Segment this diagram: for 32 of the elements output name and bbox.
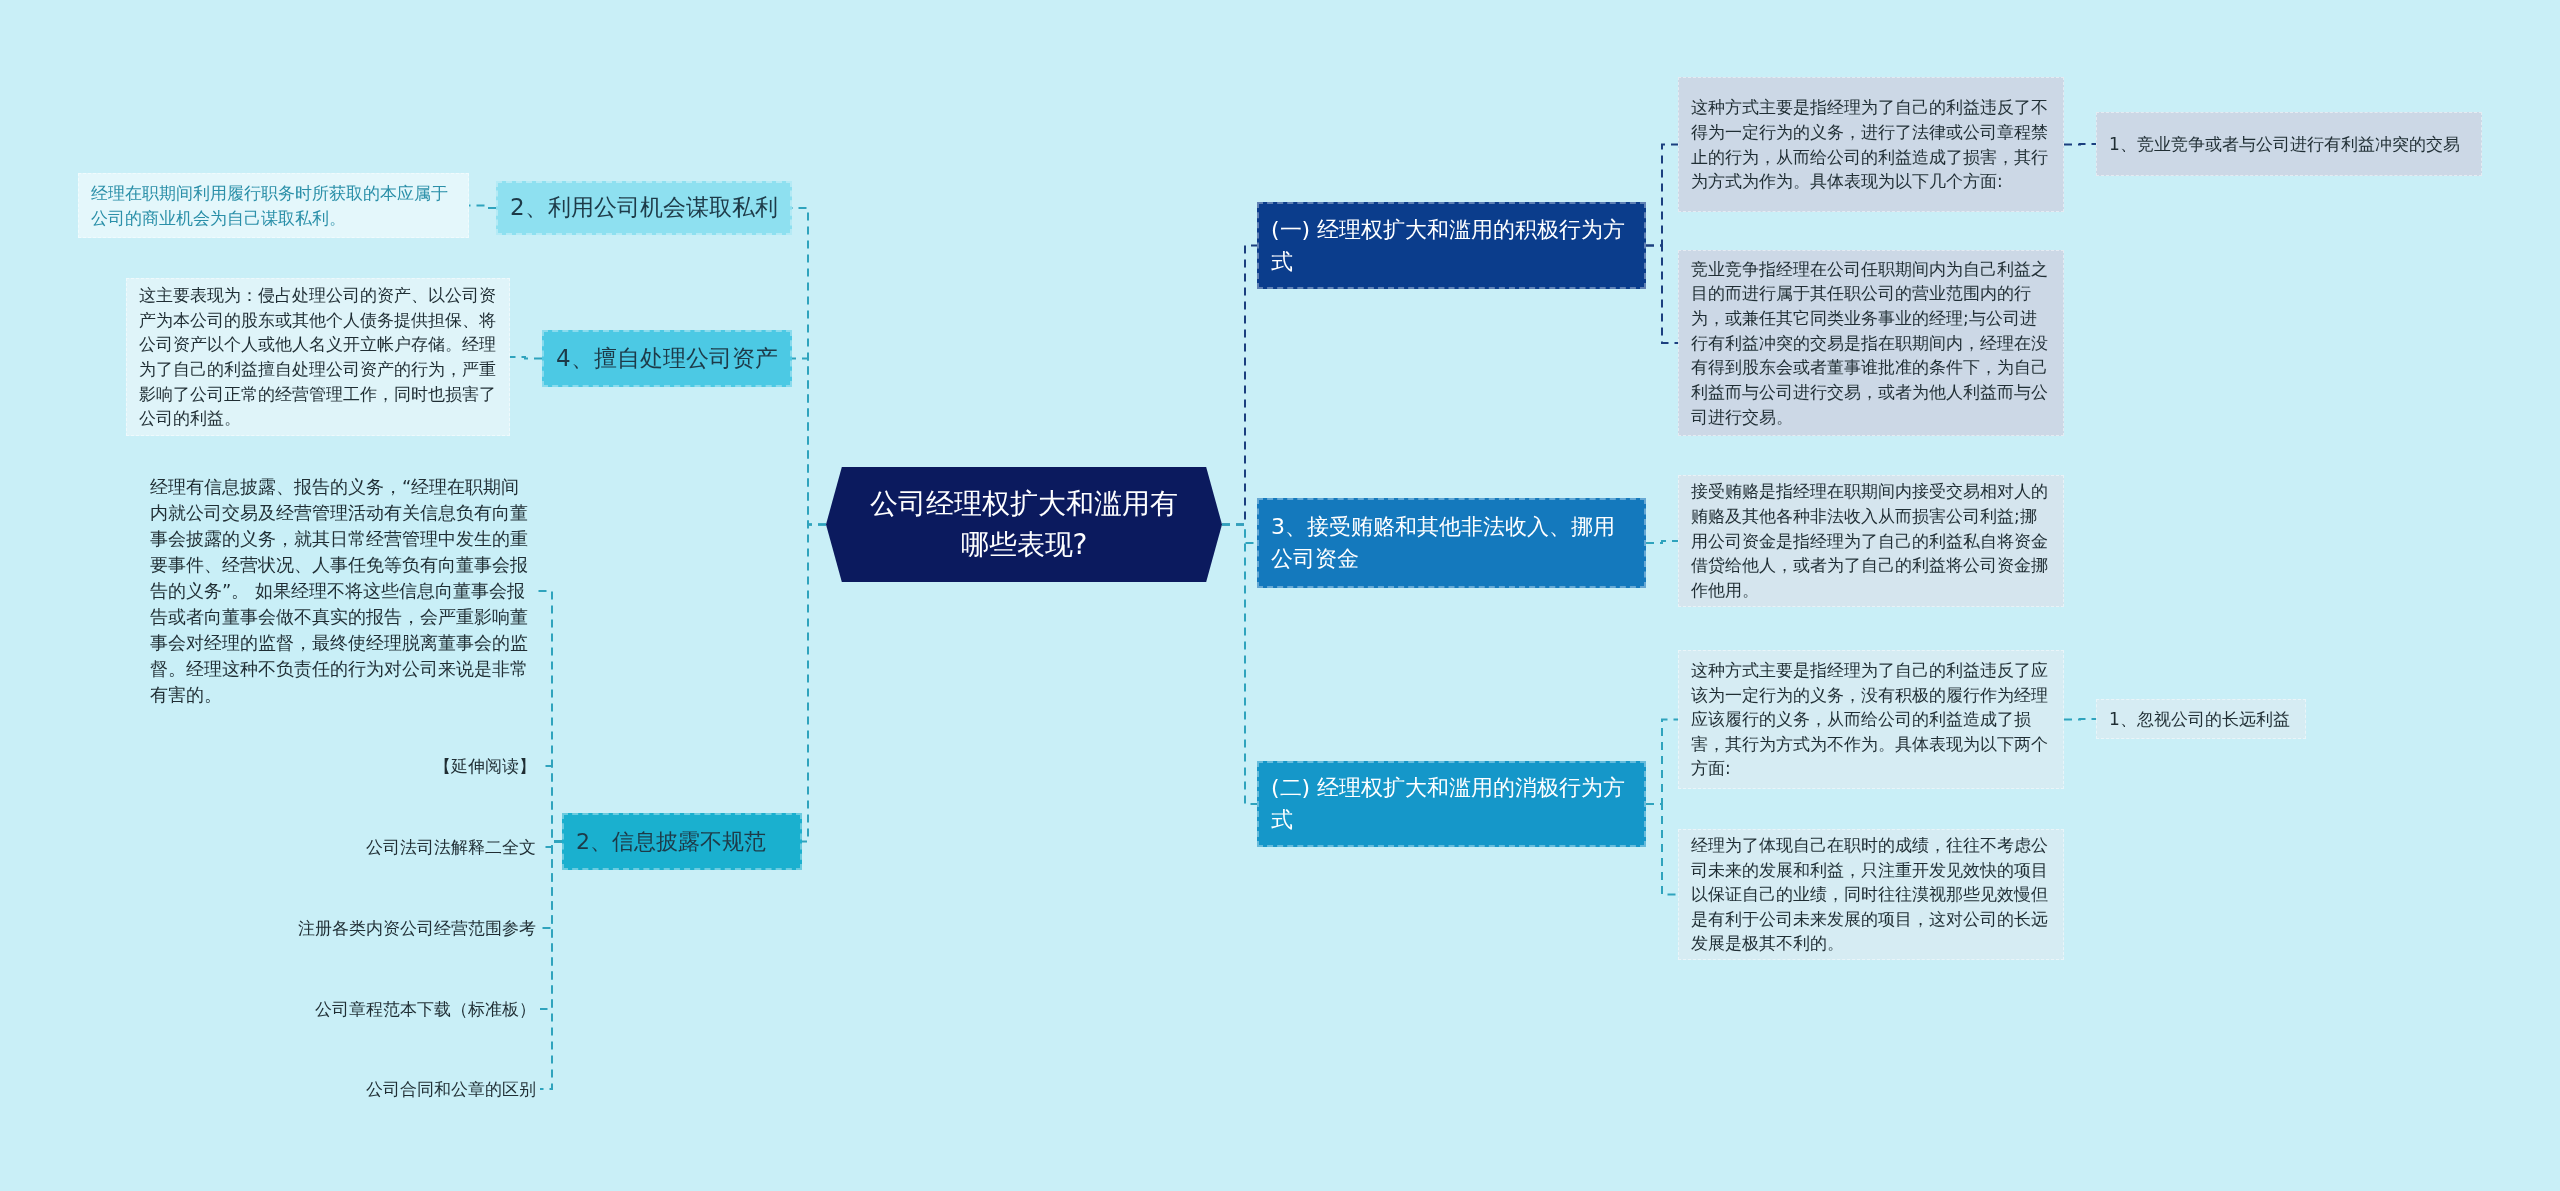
- topic-box: 2、信息披露不规范: [562, 813, 802, 870]
- connector-line: [1221, 523, 1258, 805]
- connector-line: [539, 840, 563, 1090]
- connector-line: [2063, 718, 2097, 721]
- note-text: 【延伸阅读】: [300, 750, 540, 782]
- note-box: 这种方式主要是指经理为了自己的利益违反了应该为一定行为的义务，没有积极的履行作为经理应该履行的义务，从而给公司的利益造成了损害，其行为方式为不作为。具体表现为以下两个方面:: [1678, 650, 2064, 789]
- note-box: 这主要表现为：侵占处理公司的资产、以公司资产为本公司的股东或其他个人债务提供担保、将公司资产以个人或他人名义开立帐户存储。经理为了自己的利益擅自处理公司资产的行为，严重影响了公司正常的经营管理工作，同时也损害了公司的利益。: [126, 278, 510, 436]
- connector-line: [468, 204, 497, 209]
- connector-line: [1645, 244, 1679, 344]
- note-box: 经理为了体现自己在职时的成绩，往往不考虑公司未来的发展和利益，只注重开发见效快的项目以保证自己的业绩，同时往往漠视那些见效慢但是有利于公司未来发展的项目，这对公司的长远发展是极其不利的。: [1678, 829, 2064, 960]
- connector-line: [509, 356, 543, 360]
- note-text: 公司章程范本下载（标准板）: [200, 993, 540, 1025]
- topic-box: 2、利用公司机会谋取私利: [496, 181, 792, 235]
- topic-box: 4、擅自处理公司资产: [542, 330, 792, 387]
- topic-box: 3、接受贿赂和其他非法收入、挪用公司资金: [1257, 498, 1646, 588]
- note-text: 公司合同和公章的区别: [200, 1073, 540, 1105]
- connector-line: [1645, 803, 1679, 896]
- note-text: 公司法司法解释二全文: [200, 831, 540, 863]
- note-box: 1、竞业竞争或者与公司进行有利益冲突的交易: [2096, 112, 2482, 176]
- note-box: 1、忽视公司的长远利益: [2096, 699, 2306, 739]
- connector-line: [2063, 143, 2097, 146]
- note-box: 接受贿赂是指经理在职期间内接受交易相对人的贿赂及其他各种非法收入从而损害公司利益;挪用公司资金是指经理为了自己的利益私自将资金借贷给他人，或者为了自己的利益将公司资金挪作他用。: [1678, 475, 2064, 607]
- note-text: 注册各类内资公司经营范围参考: [170, 912, 540, 944]
- topic-box: (二) 经理权扩大和滥用的消极行为方式: [1257, 761, 1646, 847]
- note-box: 竞业竞争指经理在公司任职期间内为自己利益之目的而进行属于其任职公司的营业范围内的行为，或兼任其它同类业务事业的经理;与公司进行有利益冲突的交易是指在职期间内，经理在没有得到股东会或者董事谁批准的条件下，为自己利益而与公司进行交易，或者为他人利益而与公司进行交易。: [1678, 250, 2064, 436]
- central-topic: 公司经理权扩大和滥用有哪些表现?: [826, 467, 1222, 582]
- connector-line: [1645, 540, 1679, 544]
- note-text: 经理有信息披露、报告的义务，“经理在职期间内就公司交易及经营管理活动有关信息负有向董事会披露的义务，就其日常经营管理中发生的重要事件、经营状况、人事任免等负有向董事会报告的义务”。 如果经理不将这些信息向董事会报告或者向董事会做不真实的报告，会严重影响董事会对经理的监督，最终使经理脱离董事会的监督。经理这种不负责任的行为对公司来说是非常有害的。: [146, 480, 538, 702]
- connector-line: [801, 523, 827, 843]
- note-box: 经理在职期间利用履行职务时所获取的本应属于公司的商业机会为自己谋取私利。: [78, 173, 469, 238]
- note-box: 这种方式主要是指经理为了自己的利益违反了不得为一定行为的义务，进行了法律或公司章程禁止的行为，从而给公司的利益造成了损害，其行为方式为作为。具体表现为以下几个方面:: [1678, 77, 2064, 212]
- topic-box: (一) 经理权扩大和滥用的积极行为方式: [1257, 202, 1646, 289]
